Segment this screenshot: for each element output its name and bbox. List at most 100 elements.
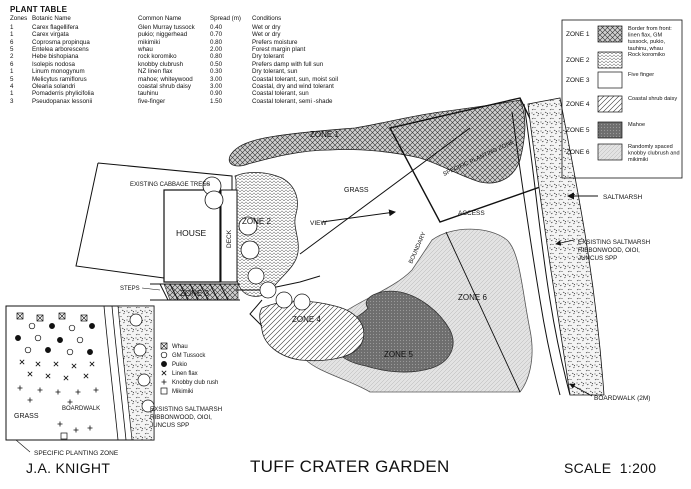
plant-cell-conditions: Coastal tolerant, semi -shade (252, 97, 333, 105)
inset-grass-label: GRASS (14, 413, 39, 420)
plant-cell-zone: 1 (10, 23, 14, 31)
boardwalk-2m-label: BOARDWALK (2M) (594, 395, 650, 402)
zone-4-area (259, 300, 365, 362)
boundary-line-lower (445, 231, 521, 393)
inset-plant-symbol (27, 397, 33, 403)
plant-cell-spread: 0.40 (210, 23, 223, 31)
inset-plant-symbol (58, 312, 66, 320)
inset-plant-symbol (67, 399, 73, 405)
inset-legend-label: Knobby club rush (172, 380, 218, 386)
existing-cabbage-trees-label: EXISTING CABBAGE TREES (130, 182, 210, 188)
inset-spz-leader (15, 439, 31, 453)
inset-legend-label: Mikimiki (172, 389, 193, 395)
plant-table-header-row: Zones Botanic Name Common Name Spread (m… (10, 15, 342, 23)
inset-plant-symbol (83, 373, 89, 379)
plant-cell-conditions: Prefers damp with full sun (252, 60, 324, 68)
zone-legend-frame (561, 19, 683, 179)
zone-4-label: ZONE 4 (292, 315, 321, 324)
inset-plant-symbol (80, 314, 88, 322)
inset-existing-saltmarsh-line-1: EXSISTING SALTMARSH (150, 406, 222, 413)
saltmarsh-label: SALTMARSH (603, 194, 643, 201)
scale-label: SCALE 1:200 (564, 460, 657, 476)
plant-cell-botanic-name: Pseudopanax lessonii (32, 97, 93, 105)
inset-plant-symbol (93, 387, 99, 393)
plant-cell-botanic-name: Hebe bishopiana (32, 53, 79, 61)
plant-cell-spread: 0.50 (210, 60, 223, 68)
plant-cell-common-name: five-finger (138, 97, 166, 105)
existing-saltmarsh-leader (555, 239, 575, 246)
inset-plant-symbol (73, 427, 79, 433)
plant-cell-zone: 5 (10, 46, 14, 54)
inset-legend-symbol (161, 379, 167, 385)
inset-plant-symbol (63, 375, 69, 381)
plant-cell-spread: 1.50 (210, 97, 223, 105)
steps (150, 283, 240, 301)
inset-plant-symbol (87, 349, 93, 355)
inset-legend-label: Linen flax (172, 371, 198, 377)
plant-cell-zone: 1 (10, 68, 14, 76)
zone-legend-description: Five finger (628, 72, 654, 78)
plant-cell-spread: 0.80 (210, 38, 223, 46)
grass-label: GRASS (344, 187, 369, 194)
boardwalk-right-edge (523, 103, 571, 396)
plant-cell-zone: 5 (10, 75, 14, 83)
col-header-common-name: Common Name (138, 15, 182, 23)
plant-cell-conditions: Coastal tolerant, sun (252, 90, 309, 98)
zone-2-plants (247, 267, 311, 311)
plant-cell-common-name: Glen Murray tussock (138, 23, 195, 31)
plant-cell-spread: 2.00 (210, 46, 223, 54)
house-label: HOUSE (176, 228, 207, 238)
plant-cell-conditions: Wet or dry (252, 23, 281, 31)
inset-plant-symbol (75, 389, 81, 395)
plant-cell-common-name: mahoe; whiteywood (138, 75, 193, 83)
view-label: VIEW (310, 220, 327, 227)
inset-boardwalk-label: BOARDWALK (62, 406, 100, 412)
access-label: ACCESS (458, 210, 485, 217)
zone-legend-label: ZONE 3 (566, 77, 590, 84)
plant-cell-zone: 6 (10, 60, 14, 68)
plant-cell-zone: 1 (10, 90, 14, 98)
inset-plant-symbol (37, 387, 43, 393)
zone-6-label: ZONE 6 (458, 293, 487, 302)
plant-cell-conditions: Wet or dry (252, 31, 281, 39)
plant-cell-common-name: coastal shrub daisy (138, 83, 191, 91)
inset-existing-saltmarsh-line-3: JUNCUS SPP (150, 422, 189, 429)
plant-cell-botanic-name: Coprosma propinqua (32, 38, 90, 46)
plant-cell-botanic-name: Melicytus ramiflorus (32, 75, 87, 83)
inset-plant-symbol (27, 371, 33, 377)
inset-saltmarsh-shrub (129, 313, 143, 327)
inset-saltmarsh-shrub (141, 399, 155, 413)
plant-cell-botanic-name: Isolepis nodosa (32, 60, 75, 68)
inset-plant-symbol (66, 348, 74, 356)
inset-boardwalk-edge-2 (111, 305, 127, 441)
inset-plant-symbol (55, 389, 61, 395)
boardwalk-leader (569, 383, 593, 397)
inset-saltmarsh-shrub (133, 343, 147, 357)
cabbage-trees (202, 176, 260, 260)
zone-legend-label: ZONE 1 (566, 31, 590, 38)
boardwalk-left-edge (511, 111, 561, 396)
plant-cell-common-name: rock koromiko (138, 53, 177, 61)
inset-legend-label: Pukio (172, 362, 188, 368)
inset-plant-symbol (89, 323, 95, 329)
inset-saltmarsh-shrub (137, 373, 151, 387)
zone-legend-label: ZONE 4 (566, 101, 590, 108)
plant-cell-common-name: mikimiki (138, 38, 160, 46)
inset-plant-symbol (71, 363, 77, 369)
inset-plant-symbols (15, 312, 155, 440)
plant-cell-zone: 6 (10, 38, 14, 46)
plant-table-grid: Zones Botanic Name Common Name Spread (m… (10, 15, 342, 105)
existing-saltmarsh-line-1: EXSISTING SALTMARSH (578, 239, 650, 246)
zone-legend-swatch (597, 71, 623, 89)
zone-legend-label: ZONE 5 (566, 127, 590, 134)
plant-cell-zone: 2 (10, 53, 14, 61)
plant-cell-conditions: Dry tolerant (252, 53, 284, 61)
